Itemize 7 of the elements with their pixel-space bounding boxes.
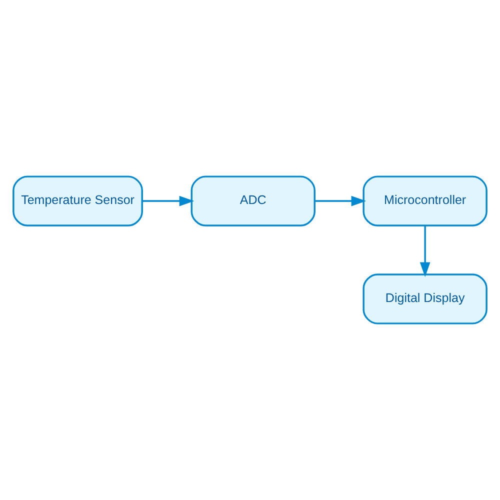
node-box: Microcontroller — [362, 176, 488, 226]
arrow — [142, 196, 194, 206]
arrow — [420, 226, 430, 278]
node-box: Temperature Sensor — [12, 176, 143, 226]
node-box: ADC — [190, 176, 316, 226]
node-box: Digital Display — [362, 274, 488, 324]
arrow — [314, 196, 366, 206]
